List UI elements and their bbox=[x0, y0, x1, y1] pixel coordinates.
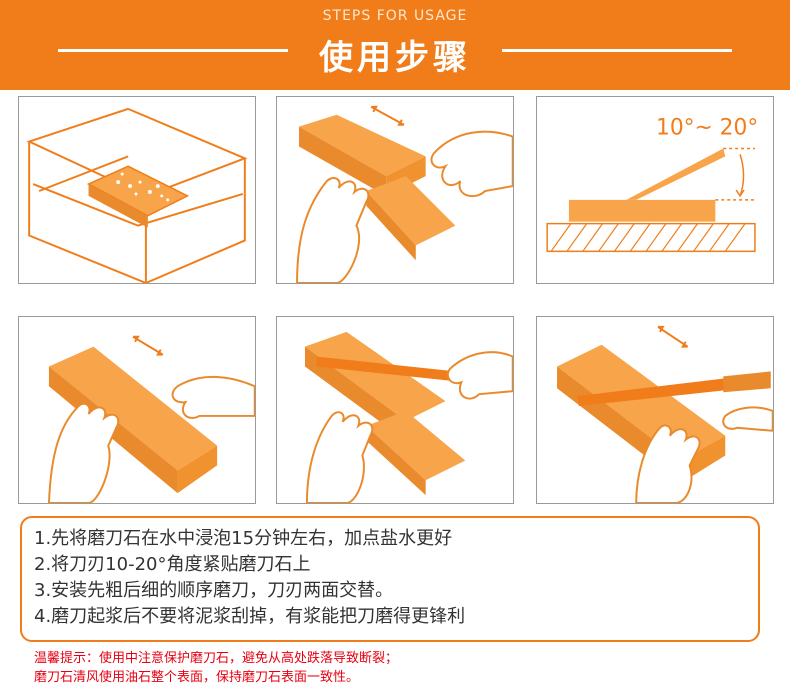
step-1-panel bbox=[18, 96, 256, 284]
angle-label: 10°~ 20° bbox=[656, 116, 758, 141]
header-divider-left bbox=[58, 49, 288, 52]
instruction-line-2: 2.将刀刃10-20°角度紧贴磨刀石上 bbox=[34, 554, 311, 575]
step-2-panel bbox=[276, 96, 514, 284]
soak-stone-illustration bbox=[26, 107, 248, 283]
step-4-panel bbox=[18, 316, 256, 504]
warm-tips: 温馨提示：使用中注意保护磨刀石，避免从高处跌落导致断裂； 磨刀石清风使用油石整个… bbox=[34, 649, 774, 687]
step-3-panel: 10°~ 20° bbox=[536, 96, 774, 284]
instruction-line-4: 4.磨刀起浆后不要将泥浆刮掉，有浆能把刀磨得更锋利 bbox=[34, 606, 466, 627]
step-6-panel bbox=[536, 316, 774, 504]
header-subtitle: STEPS FOR USAGE bbox=[322, 8, 468, 24]
knife-flat-illustration bbox=[557, 325, 773, 503]
header-title: 使用步骤 bbox=[319, 38, 471, 78]
tip-line-1: 温馨提示：使用中注意保护磨刀石，避免从高处跌落导致断裂； bbox=[34, 651, 399, 666]
place-stone-illustration bbox=[296, 105, 513, 283]
instruction-line-1: 1.先将磨刀石在水中浸泡15分钟左右，加点盐水更好 bbox=[34, 528, 453, 549]
tip-line-2: 磨刀石清风使用油石整个表面，保持磨刀石表面一致性。 bbox=[34, 670, 360, 685]
sharpen-knife-illustration bbox=[304, 331, 513, 503]
header-divider-right bbox=[502, 49, 732, 52]
hold-stone-illustration bbox=[47, 335, 255, 503]
step-5-panel bbox=[276, 316, 514, 504]
angle-diagram-illustration: 10°~ 20° bbox=[546, 116, 758, 253]
instructions-box: 1.先将磨刀石在水中浸泡15分钟左右，加点盐水更好 2.将刀刃10-20°角度紧… bbox=[20, 516, 760, 642]
instruction-line-3: 3.安装先粗后细的顺序磨刀，刀刃两面交替。 bbox=[34, 580, 394, 601]
header-banner: STEPS FOR USAGE 使用步骤 bbox=[0, 0, 790, 90]
